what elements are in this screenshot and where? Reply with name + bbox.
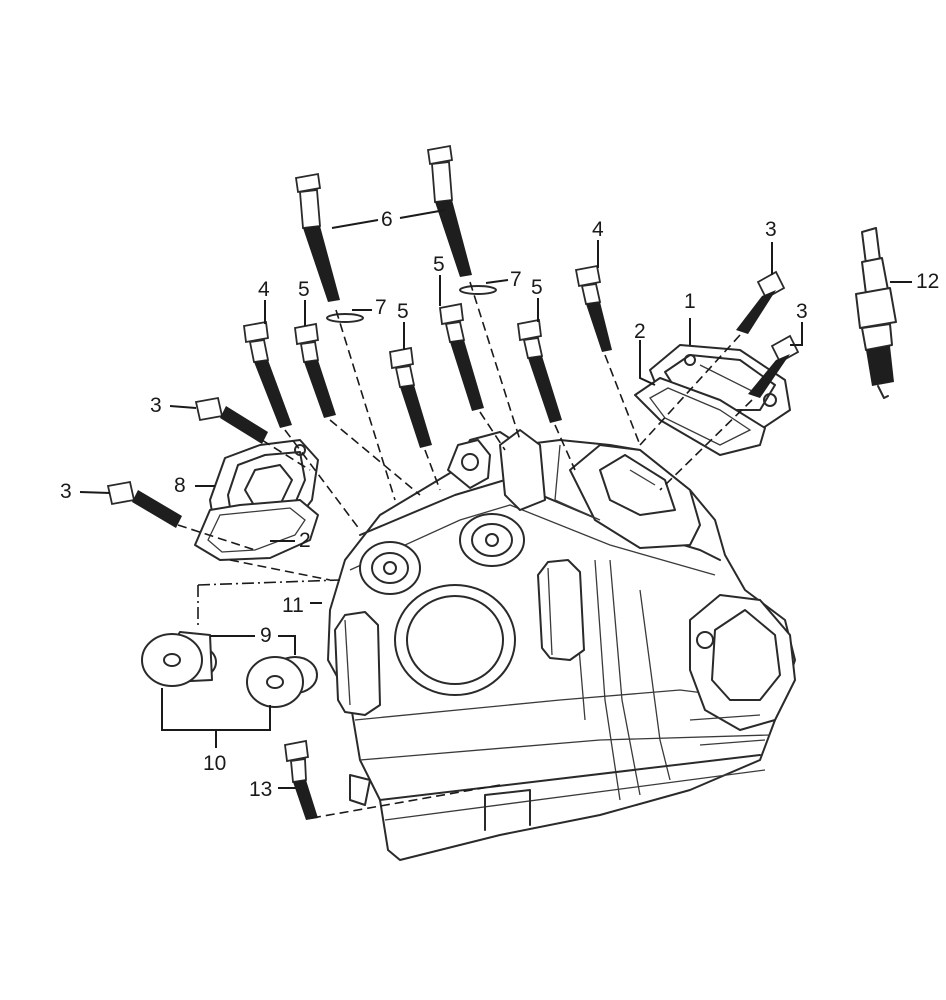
callout-1: 1	[684, 290, 696, 313]
callout-12: 12	[916, 270, 939, 293]
long-bolt	[426, 144, 472, 277]
callout-11: 11	[282, 594, 304, 617]
callout-2: 2	[299, 529, 311, 552]
cylinder-head	[327, 429, 796, 861]
callout-5: 5	[298, 278, 310, 301]
short-bolt	[294, 322, 336, 418]
flange-bolt	[748, 334, 800, 398]
assembly-lines	[177, 281, 753, 819]
callout-5: 5	[397, 300, 409, 323]
callout-4: 4	[592, 218, 604, 241]
spark-plug	[855, 227, 897, 399]
callout-8: 8	[174, 474, 186, 497]
short-bolt	[517, 318, 562, 423]
flange-bolt	[574, 264, 612, 352]
callout-6: 6	[381, 208, 393, 231]
gasket-right	[634, 377, 766, 456]
callout-7: 7	[375, 296, 387, 319]
callout-5: 5	[531, 276, 543, 299]
flange-bolt	[243, 320, 292, 428]
callout-labels: 1 2 3 3 3 3 4 4 5 5 5 5 6 7 7 8 2 9 10 1…	[60, 208, 939, 801]
short-bolt	[389, 346, 432, 448]
dowel-pin	[141, 631, 217, 687]
leader-lines	[79, 209, 912, 789]
gasket-left	[194, 499, 319, 561]
callout-10: 10	[203, 752, 226, 775]
dowel-pin	[246, 656, 318, 708]
callout-2: 2	[634, 320, 646, 343]
callout-3: 3	[60, 480, 72, 503]
washer	[326, 313, 364, 323]
callout-7: 7	[510, 268, 522, 291]
callout-5: 5	[433, 253, 445, 276]
short-bolt	[439, 302, 484, 411]
stud-bolt	[284, 739, 318, 820]
long-bolt	[294, 172, 340, 302]
callout-3: 3	[150, 394, 162, 417]
callout-4: 4	[258, 278, 270, 301]
callout-9: 9	[260, 624, 272, 647]
callout-13: 13	[249, 778, 272, 801]
flange-bolt	[106, 480, 182, 528]
callout-3: 3	[796, 300, 808, 323]
flange-bolt	[194, 396, 268, 444]
washer	[459, 285, 497, 295]
flange-bolt	[736, 270, 786, 334]
callout-3: 3	[765, 218, 777, 241]
